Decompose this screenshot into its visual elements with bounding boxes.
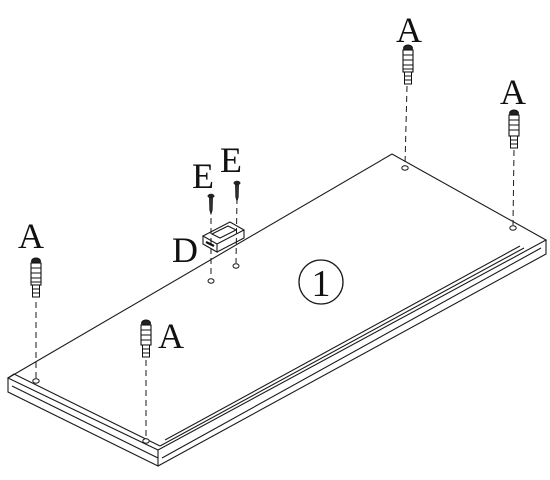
dowel-hole-back-left [32,378,40,384]
guide-front-right [512,149,515,226]
alignment-lines [35,85,515,438]
label-a-front-left: A [158,316,184,356]
screw-left [207,193,215,216]
cam-dowel-front-left [140,319,152,358]
panel-left-chamfer [7,373,161,447]
label-e-right: E [220,140,242,180]
screw-right [233,180,241,203]
dowel-hole-front-right [509,225,517,231]
cam-dowel-front-right [508,109,520,149]
label-a-front-right: A [500,72,526,112]
door-catch [201,221,246,253]
guide-screw-right [235,197,238,264]
label-d: D [172,230,198,270]
label-a-back-left: A [18,216,44,256]
panel-holes [32,165,517,444]
panel-front-profile-line [161,247,542,459]
panel-left-profile-line [11,385,159,459]
cam-dowel-back-right [402,44,414,85]
label-e-left: E [192,156,214,196]
screw-hole-right [232,263,240,269]
panel-callout-number: 1 [312,263,331,305]
screw-hole-left [207,278,215,284]
label-a-back-right: A [396,10,422,50]
shelf-panel [6,153,548,467]
cam-dowel-back-left [30,257,42,298]
panel-groove-outer [159,247,525,447]
guide-back-right [404,85,408,166]
panel-callout: 1 [298,259,344,305]
panel-groove-inner [164,245,521,441]
dowel-hole-front-left [142,438,150,444]
panel-front-edge [157,240,547,467]
panel-top-face [6,153,548,451]
dowel-hole-back-right [401,165,409,171]
panel-left-edge [7,378,159,467]
